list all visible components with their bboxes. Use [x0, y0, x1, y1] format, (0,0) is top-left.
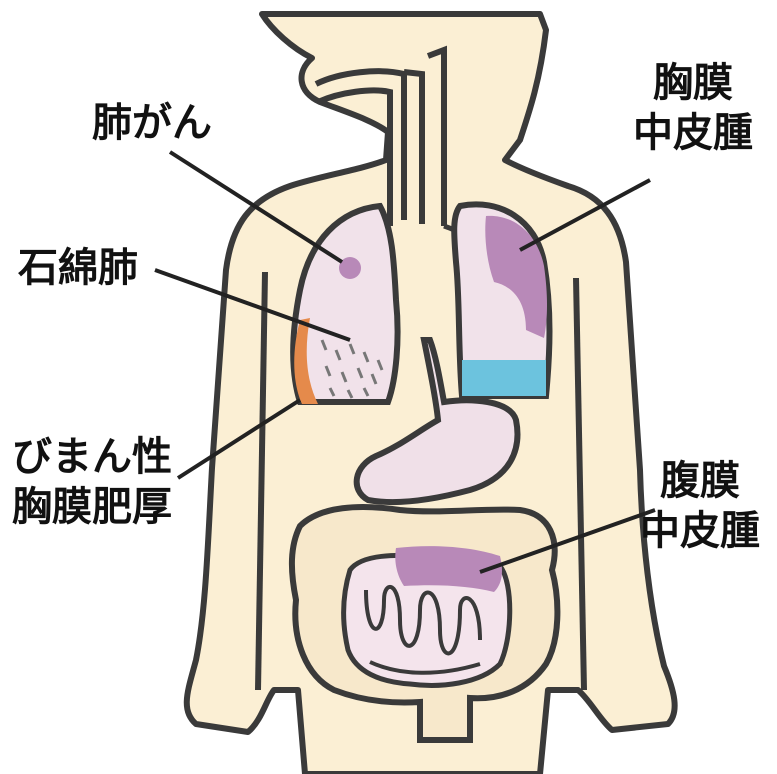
label-asbestosis: 石綿肺: [18, 243, 138, 293]
pleural-effusion: [462, 360, 546, 396]
label-lung-cancer: 肺がん: [92, 98, 212, 148]
label-peritoneal-mesothelioma: 腹膜 中皮腫: [630, 456, 770, 556]
label-diffuse-pleural-thickening: びまん性 胸膜肥厚: [12, 432, 172, 532]
label-pleural-mesothelioma: 胸膜 中皮腫: [618, 58, 768, 158]
